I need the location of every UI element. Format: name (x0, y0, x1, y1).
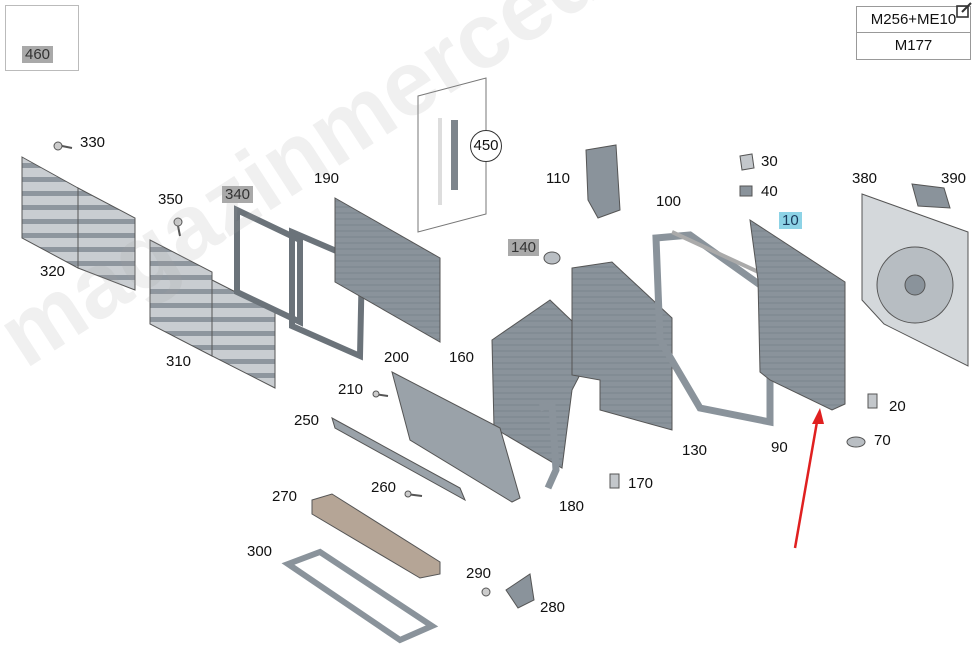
part-270-cooler[interactable] (311, 493, 441, 579)
corner-part-box[interactable]: 460 (5, 5, 79, 71)
part-number-320[interactable]: 320 (40, 263, 66, 280)
part-number-130[interactable]: 130 (682, 442, 708, 459)
part-170-plug[interactable] (609, 473, 620, 489)
part-number-450[interactable]: 450 (470, 130, 502, 162)
part-350-screw[interactable] (173, 217, 183, 237)
part-number-270[interactable]: 270 (272, 488, 298, 505)
part-450-box[interactable] (417, 77, 487, 233)
part-280-bracket[interactable] (505, 573, 535, 609)
part-320-shutter[interactable] (21, 156, 136, 291)
part-20-plug[interactable] (867, 393, 878, 409)
part-number-390[interactable]: 390 (941, 170, 967, 187)
part-number-460[interactable]: 460 (22, 46, 54, 63)
part-number-210[interactable]: 210 (338, 381, 364, 398)
pointer-arrow (793, 408, 824, 549)
part-number-170[interactable]: 170 (628, 475, 654, 492)
part-200-shroud[interactable] (391, 371, 521, 503)
part-210-screw[interactable] (372, 390, 389, 398)
part-number-90[interactable]: 90 (771, 439, 788, 456)
part-number-110[interactable]: 110 (546, 170, 570, 187)
part-number-340[interactable]: 340 (222, 186, 254, 203)
part-380-fan-shroud[interactable] (861, 193, 969, 367)
variant-option-2[interactable]: M177 (857, 32, 970, 58)
part-number-20[interactable]: 20 (889, 398, 906, 415)
part-70-cap[interactable] (846, 436, 866, 448)
part-130-radiator[interactable] (571, 261, 673, 431)
part-10-radiator[interactable] (749, 218, 846, 411)
part-40-clip[interactable] (739, 185, 753, 197)
part-number-250[interactable]: 250 (294, 412, 320, 429)
variant-option-1[interactable]: M256+ME10 (870, 11, 957, 28)
part-110-bracket[interactable] (585, 144, 621, 219)
part-number-350[interactable]: 350 (158, 191, 184, 208)
part-number-380[interactable]: 380 (852, 170, 878, 187)
part-390-bracket[interactable] (911, 183, 951, 209)
part-number-140[interactable]: 140 (508, 239, 540, 256)
part-30-clip[interactable] (739, 153, 755, 171)
part-140-cap[interactable] (543, 251, 561, 265)
part-250-strip[interactable] (331, 416, 467, 502)
part-180-pipe[interactable] (539, 400, 560, 490)
part-number-300[interactable]: 300 (247, 543, 273, 560)
part-number-160[interactable]: 160 (449, 349, 475, 366)
part-number-100[interactable]: 100 (656, 193, 682, 210)
part-number-190[interactable]: 190 (314, 170, 340, 187)
part-number-310[interactable]: 310 (166, 353, 192, 370)
part-number-180[interactable]: 180 (559, 498, 585, 515)
part-number-30[interactable]: 30 (761, 153, 778, 170)
part-number-70[interactable]: 70 (874, 432, 891, 449)
part-290-bolt[interactable] (481, 587, 491, 597)
part-330-screw[interactable] (53, 141, 73, 151)
part-260-screw[interactable] (404, 490, 423, 498)
part-number-290[interactable]: 290 (466, 565, 492, 582)
part-number-280[interactable]: 280 (540, 599, 566, 616)
part-number-200[interactable]: 200 (384, 349, 410, 366)
part-300-tray[interactable] (281, 548, 439, 644)
edit-icon[interactable] (956, 2, 972, 18)
part-310-shutter[interactable] (149, 239, 276, 389)
variant-selector: M256+ME10 M177 (856, 6, 971, 60)
part-number-10[interactable]: 10 (779, 212, 802, 229)
part-number-330[interactable]: 330 (80, 134, 106, 151)
part-number-40[interactable]: 40 (761, 183, 778, 200)
part-number-260[interactable]: 260 (371, 479, 397, 496)
part-190-condenser[interactable] (334, 197, 441, 343)
